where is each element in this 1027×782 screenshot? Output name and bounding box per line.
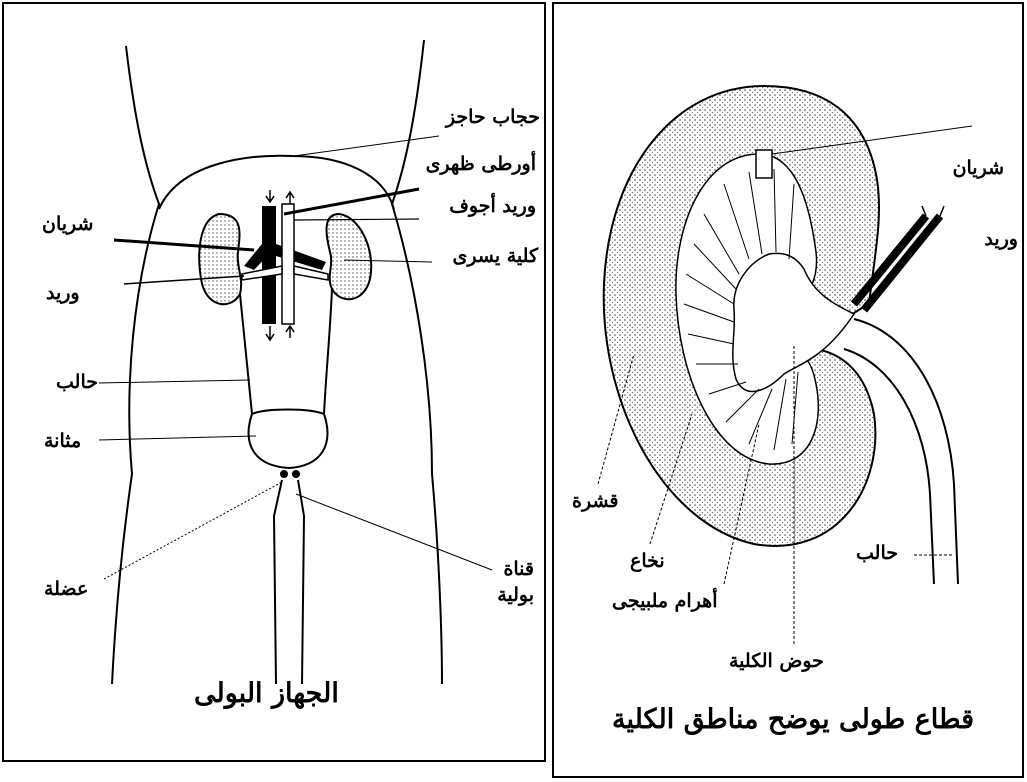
- medulla-label: نخاع: [630, 552, 665, 571]
- ureter-label: حالب: [56, 373, 98, 392]
- kidney-section-title: قطاع طولى يوضح مناطق الكلية: [612, 704, 974, 735]
- urethra: [274, 480, 304, 684]
- right-kidney: [199, 214, 241, 304]
- vena-cava: [282, 204, 294, 324]
- bladder: [249, 410, 328, 469]
- urinary-system-panel: حجاب حاجز أورطى ظهرى وريد أجوف كلية يسرى…: [2, 2, 546, 762]
- diaphragm-label: حجاب حاجز: [446, 108, 540, 127]
- kidney-section-panel: شريان وريد قشرة نخاع أهرام ملبيجى حوض ال…: [552, 2, 1024, 778]
- pyramids-label: أهرام ملبيجى: [612, 592, 717, 611]
- vein-label: وريد: [46, 284, 80, 303]
- artery-label: شريان: [42, 215, 93, 234]
- ureter-left: [324, 289, 332, 414]
- vena-cava-label: وريد أجوف: [449, 197, 536, 216]
- ureter-right: [240, 294, 252, 414]
- left-kidney: [327, 214, 372, 299]
- kidney-ureter-label: حالب: [856, 544, 898, 563]
- aorta: [262, 206, 276, 324]
- kidney-vein-label: وريد: [984, 230, 1018, 249]
- bladder-label: مثانة: [44, 432, 81, 451]
- muscle-label: عضلة: [44, 580, 88, 599]
- urethra-label-2: بولية: [497, 586, 534, 605]
- renal-pelvis-label: حوض الكلية: [729, 652, 824, 671]
- left-kidney-label: كلية يسرى: [453, 247, 538, 266]
- cortex-label: قشرة: [572, 492, 618, 511]
- urinary-system-title: الجهاز البولى: [194, 678, 339, 709]
- urethra-label-1: قناة: [503, 560, 534, 579]
- dorsal-aorta-label: أورطى ظهرى: [426, 155, 536, 174]
- kidney-artery-label: شريان: [953, 159, 1004, 178]
